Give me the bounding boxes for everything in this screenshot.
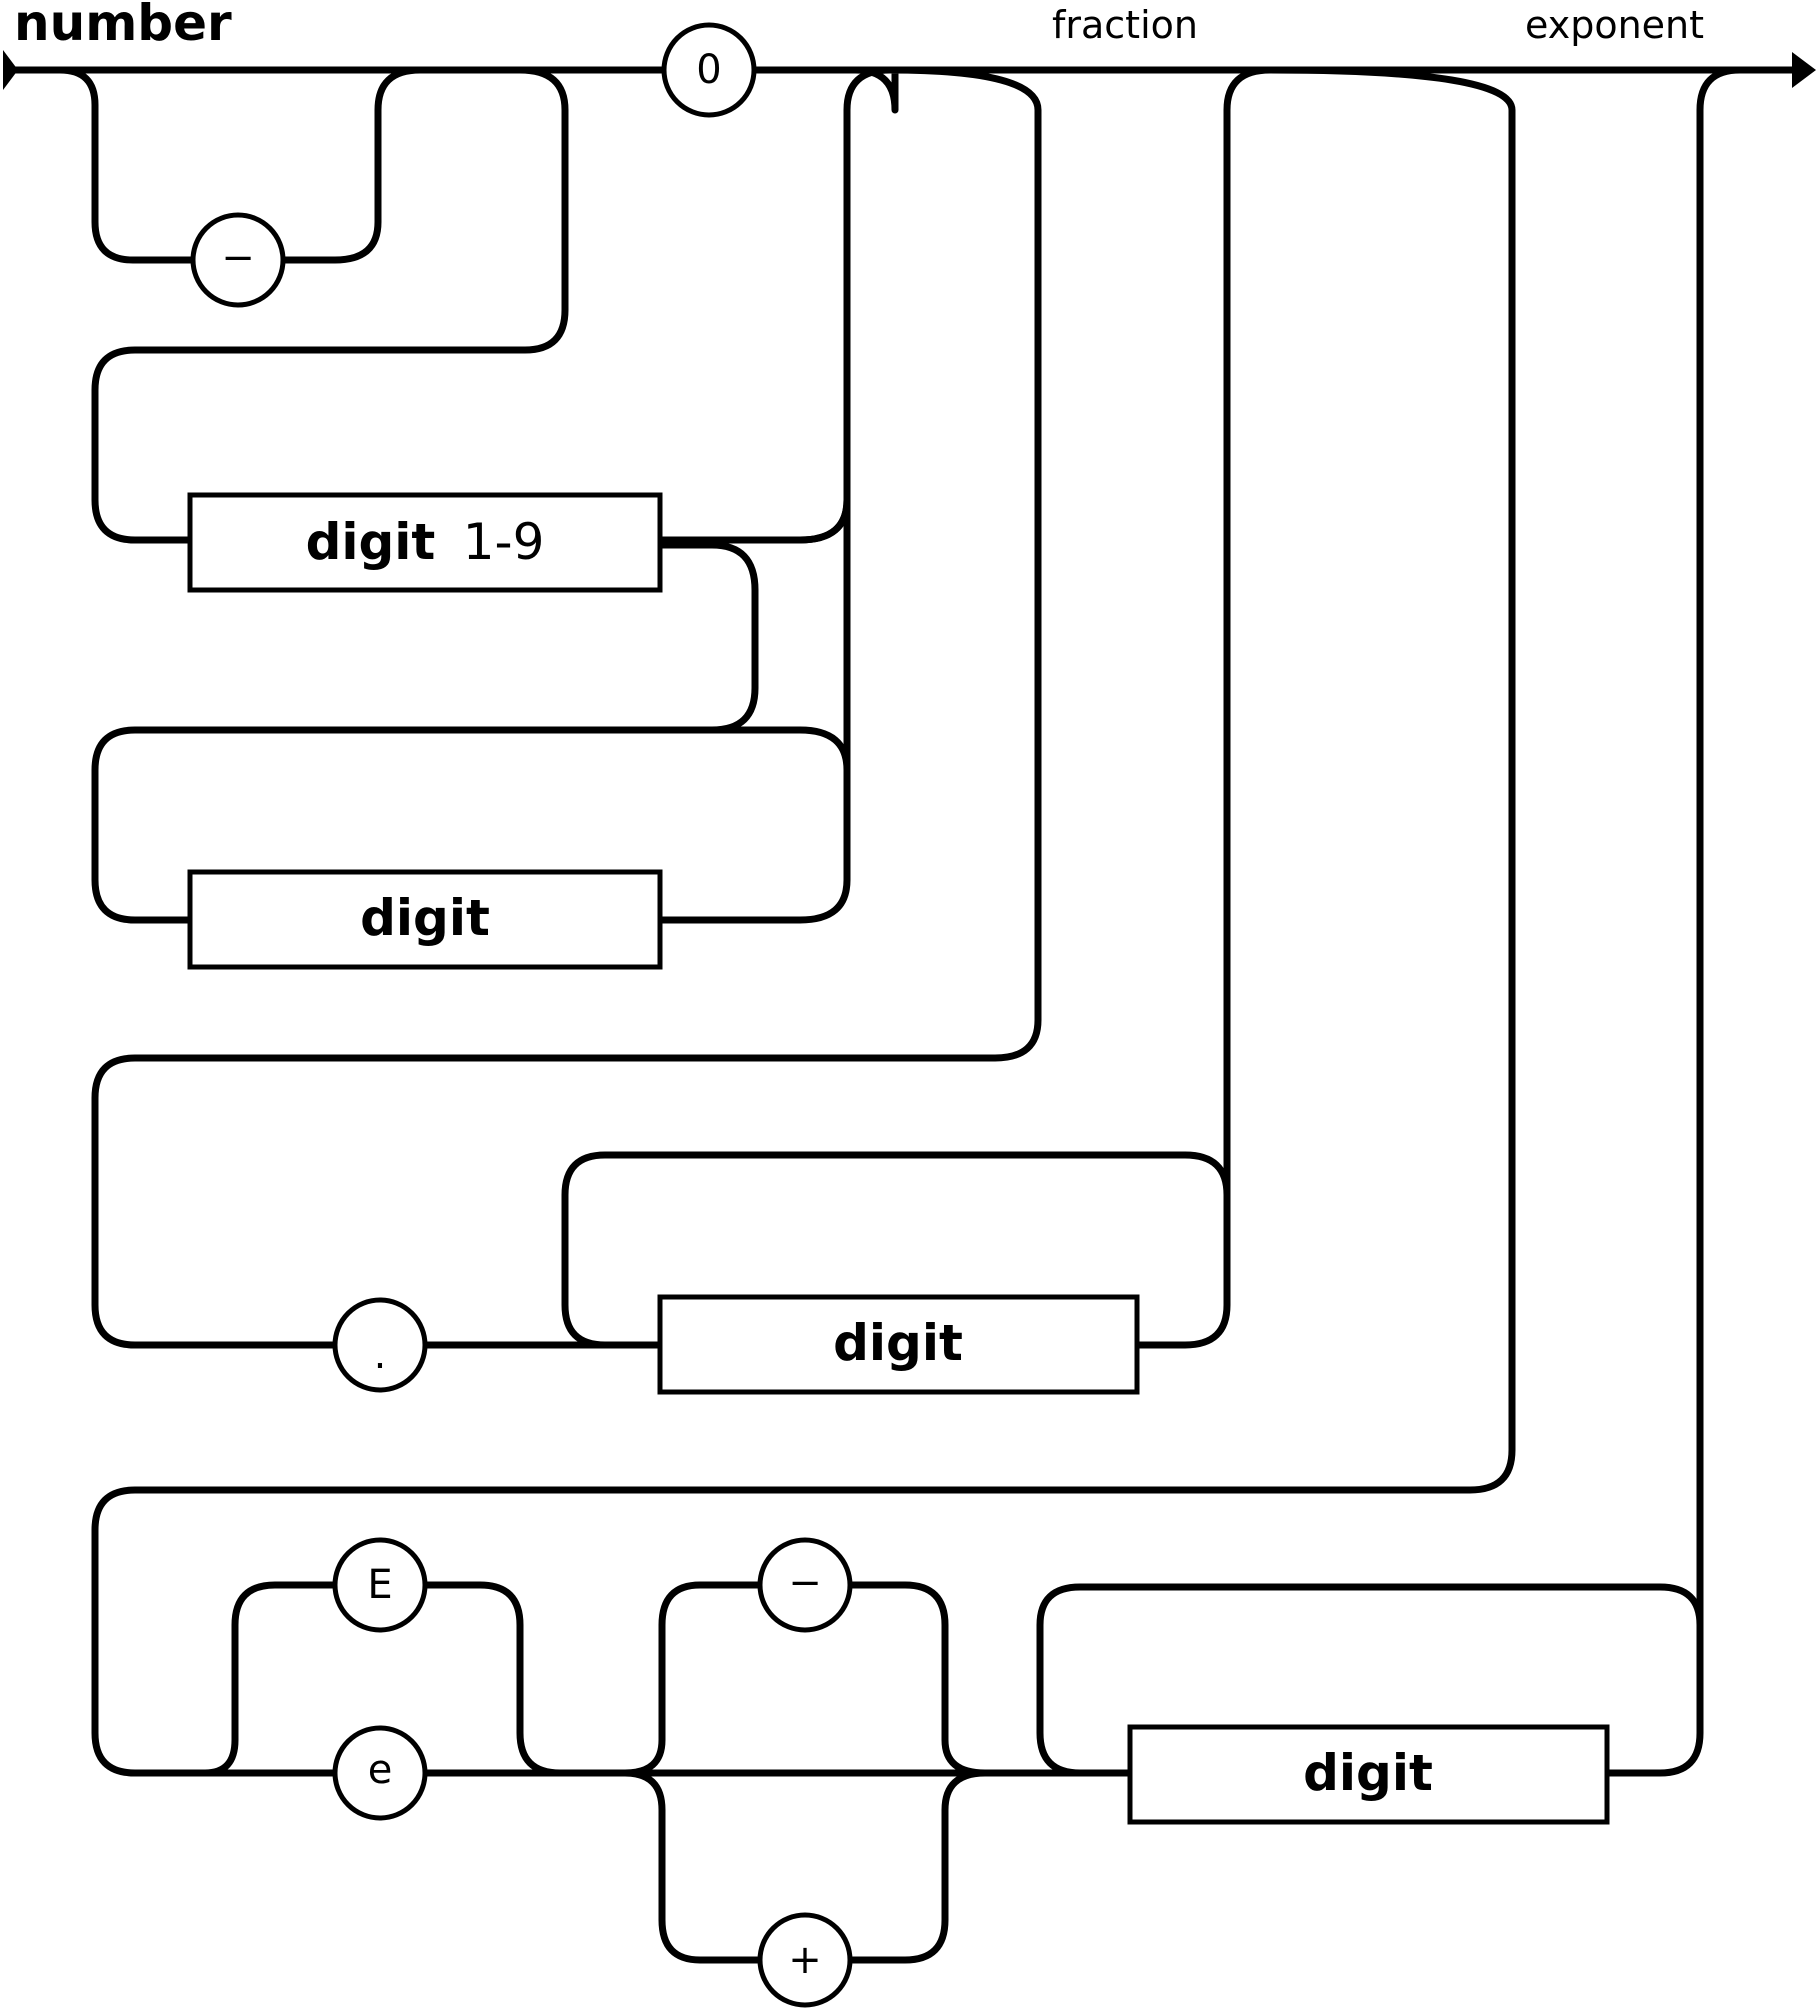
exp-plus-terminal bbox=[757, 1912, 853, 2008]
decimal-point-label: . bbox=[374, 1332, 387, 1378]
minus-terminal-label: − bbox=[221, 235, 255, 281]
fraction-label: fraction bbox=[1052, 3, 1198, 47]
end-arrow bbox=[1792, 52, 1816, 88]
exponent-digit-label: digit bbox=[1303, 1744, 1433, 1802]
digit-1-9-box bbox=[187, 492, 663, 593]
minus-loop-path bbox=[56, 66, 569, 544]
fraction-path bbox=[91, 66, 1042, 1349]
zero-terminal bbox=[661, 22, 757, 118]
int-digit-box bbox=[187, 869, 663, 970]
e-upper-terminal bbox=[332, 1537, 428, 1633]
zero-terminal-label: 0 bbox=[696, 47, 721, 93]
int-digit-label: digit bbox=[360, 889, 490, 947]
e-upper-label: E bbox=[367, 1562, 392, 1608]
minus-terminal bbox=[190, 212, 286, 308]
exponent-end-path bbox=[1696, 66, 1744, 1629]
fraction-digit-box bbox=[657, 1294, 1140, 1395]
fraction-digit-loop bbox=[561, 1151, 1231, 1349]
digit-1-9-continue-path bbox=[91, 541, 759, 924]
fraction-skip-path bbox=[1223, 66, 1274, 1199]
diagram-title: number bbox=[14, 0, 232, 52]
start-marker bbox=[3, 50, 18, 90]
e-lower-terminal bbox=[332, 1725, 428, 1821]
exponent-label: exponent bbox=[1525, 3, 1704, 47]
exponent-digit-loop bbox=[1036, 1583, 1704, 1777]
digit-1-9-exit-path bbox=[656, 66, 894, 544]
exp-minus-label: − bbox=[788, 1560, 822, 1606]
digit-1-9-range: 1-9 bbox=[463, 513, 545, 571]
exponent-path bbox=[91, 66, 1516, 1777]
exp-minus-terminal bbox=[757, 1537, 853, 1633]
fraction-digit-label: digit bbox=[833, 1314, 963, 1372]
exp-plus-label: + bbox=[788, 1937, 822, 1983]
digit-1-9-label: digit 1-9 bbox=[306, 513, 545, 571]
exponent-digit-box bbox=[1127, 1724, 1610, 1825]
digit-repeat-path bbox=[656, 496, 851, 924]
sign-plus-branch bbox=[621, 1769, 989, 1964]
decimal-point-terminal bbox=[332, 1297, 428, 1393]
e-lower-label: e bbox=[368, 1747, 393, 1793]
digit-1-9-bold: digit bbox=[306, 513, 436, 571]
